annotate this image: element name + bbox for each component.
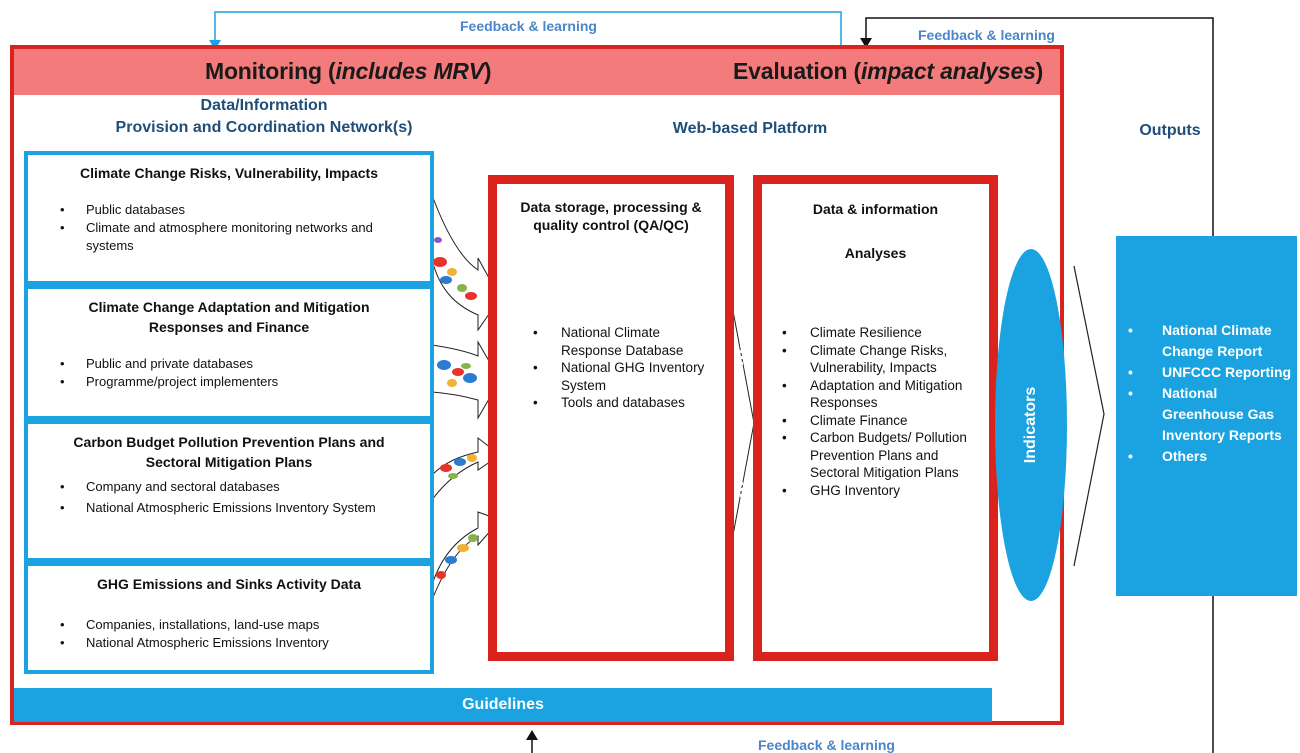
list-item: UNFCCC Reporting xyxy=(1128,362,1297,383)
list-item: Tools and databases xyxy=(533,394,711,412)
list-item: Carbon Budgets/ Pollution Prevention Pla… xyxy=(782,429,981,482)
list-item: Climate Finance xyxy=(782,412,981,430)
feedback-label-right: Feedback & learning xyxy=(918,27,1055,43)
source-box-risks: Climate Change Risks, Vulnerability, Imp… xyxy=(24,151,434,285)
list-item: Companies, installations, land-use maps xyxy=(60,616,430,634)
guidelines-bar: Guidelines xyxy=(14,688,992,722)
source-box-carbon: Carbon Budget Pollution Prevention Plans… xyxy=(24,420,434,562)
list-item: National Climate Response Database xyxy=(533,324,711,359)
list-item: Public databases xyxy=(60,201,400,219)
data-dots-icon xyxy=(433,237,478,579)
list-item: Climate Resilience xyxy=(782,324,981,342)
monitoring-heading: Monitoring (includes MRV) xyxy=(205,58,492,84)
output-chevron-icon xyxy=(1073,265,1105,567)
list-item: Public and private databases xyxy=(60,355,430,373)
list-item: National Climate Change Report xyxy=(1128,320,1297,362)
source-box-adaptation: Climate Change Adaptation and Mitigation… xyxy=(24,285,434,420)
list-item: Climate Change Risks, Vulnerability, Imp… xyxy=(782,342,981,377)
list-item: Company and sectoral databases xyxy=(60,476,390,497)
list-item: Climate and atmosphere monitoring networ… xyxy=(60,219,400,255)
list-item: GHG Inventory xyxy=(782,482,981,500)
list-item: Programme/project implementers xyxy=(60,373,430,391)
arrow-up-icon xyxy=(526,730,538,740)
source-title: Climate Change Risks, Vulnerability, Imp… xyxy=(80,165,378,181)
outputs-heading: Outputs xyxy=(1139,122,1201,139)
list-item: National GHG Inventory System xyxy=(533,359,711,394)
indicators-ellipse: Indicators xyxy=(995,249,1067,601)
outputs-box: National Climate Change Report UNFCCC Re… xyxy=(1116,236,1297,596)
divider xyxy=(740,175,743,661)
indicators-label: Indicators xyxy=(1022,386,1039,464)
evaluation-heading: Evaluation (impact analyses) xyxy=(733,58,1044,84)
data-network-heading: Data/Information Provision and Coordinat… xyxy=(115,97,413,136)
list-item: Adaptation and Mitigation Responses xyxy=(782,377,981,412)
storage-box: Data storage, processing & quality contr… xyxy=(488,175,734,661)
source-title: Carbon Budget Pollution Prevention Plans… xyxy=(73,434,385,470)
source-box-ghg: GHG Emissions and Sinks Activity Data Co… xyxy=(24,562,434,674)
analysis-title: Data & information xyxy=(812,201,939,217)
feedback-label-top: Feedback & learning xyxy=(460,18,597,34)
feedback-label-bottom: Feedback & learning xyxy=(758,737,895,753)
monitoring-evaluation-band xyxy=(14,49,1060,95)
list-item: National Greenhouse Gas Inventory Report… xyxy=(1128,383,1297,446)
source-title: Climate Change Adaptation and Mitigation… xyxy=(88,299,370,335)
list-item: Others xyxy=(1128,446,1297,467)
storage-title: Data storage, processing & quality contr… xyxy=(520,199,702,233)
list-item: National Atmospheric Emissions Inventory xyxy=(60,634,430,652)
analysis-box: Data & information Analyses Climate Resi… xyxy=(753,175,998,661)
arrow-down-icon xyxy=(860,38,872,48)
feedback-loop-top-left xyxy=(214,11,842,45)
platform-heading: Web-based Platform xyxy=(672,120,828,137)
source-title: GHG Emissions and Sinks Activity Data xyxy=(96,576,361,592)
analysis-subtitle: Analyses xyxy=(844,245,907,261)
list-item: National Atmospheric Emissions Inventory… xyxy=(60,497,390,518)
